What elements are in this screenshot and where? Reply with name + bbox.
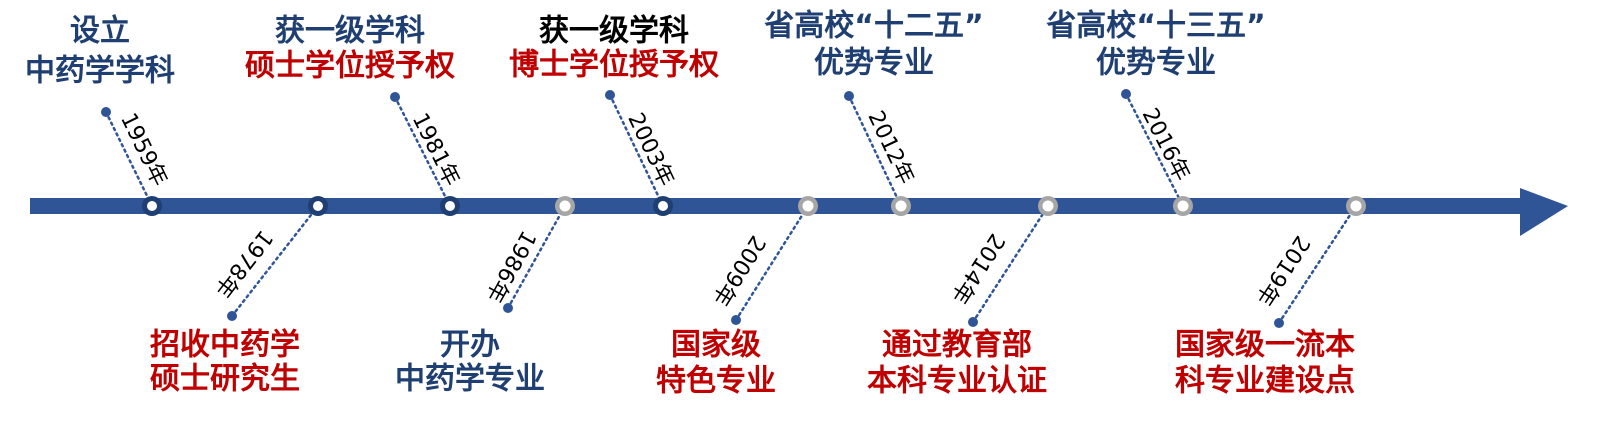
event-title-line: 开办 bbox=[440, 328, 500, 363]
connector-line bbox=[608, 93, 665, 208]
connector-line bbox=[506, 204, 567, 310]
connector-dot bbox=[968, 317, 978, 327]
event-title-line: 设立 bbox=[70, 14, 130, 49]
year-marker-center bbox=[1042, 200, 1054, 212]
event-title-line: 硕士学位授予权 bbox=[245, 49, 455, 84]
event-title-line: 优势专业 bbox=[1096, 46, 1216, 81]
year-label: 1978年 bbox=[210, 225, 278, 302]
connector-dot bbox=[1274, 318, 1284, 328]
connector-dot bbox=[844, 91, 854, 101]
timeline-event: 2012年 省高校“十二五”优势专业 bbox=[764, 9, 984, 216]
event-title-line: 硕士研究生 bbox=[150, 362, 300, 397]
event-title-line: 科专业建设点 bbox=[1175, 364, 1355, 399]
year-marker-center bbox=[313, 201, 323, 211]
year-label: 2014年 bbox=[946, 229, 1009, 308]
timeline-arrowhead bbox=[1520, 188, 1568, 236]
year-label: 2016年 bbox=[1137, 104, 1195, 185]
event-title-line: 特色专业 bbox=[656, 364, 776, 399]
event-title-line: 国家级一流本 bbox=[1175, 328, 1355, 363]
event-title-line: 省高校“十二五” bbox=[764, 9, 983, 44]
event-title-line: 招收中药学 bbox=[150, 328, 300, 363]
year-label: 2009年 bbox=[707, 231, 770, 310]
year-marker-center bbox=[802, 200, 814, 212]
connector-dot bbox=[503, 303, 513, 313]
connector-dot bbox=[731, 315, 741, 325]
connector-dot bbox=[101, 107, 111, 117]
year-marker-center bbox=[445, 201, 455, 211]
connector-dot bbox=[1121, 89, 1131, 99]
connector-line bbox=[1277, 204, 1358, 325]
year-marker-center bbox=[895, 200, 907, 212]
axis-group bbox=[30, 188, 1568, 236]
year-marker-center bbox=[559, 200, 571, 212]
year-marker-center bbox=[1177, 200, 1189, 212]
year-marker-center bbox=[658, 201, 668, 211]
event-title-line: 博士学位授予权 bbox=[509, 48, 719, 83]
event-title-line: 通过教育部 bbox=[882, 328, 1032, 363]
connector-line bbox=[971, 204, 1050, 324]
event-title-line: 优势专业 bbox=[814, 46, 934, 81]
connector-dot bbox=[605, 90, 615, 100]
connector-line bbox=[1124, 92, 1185, 208]
connector-line bbox=[734, 204, 810, 322]
year-marker-center bbox=[147, 201, 157, 211]
connector-line bbox=[230, 204, 320, 318]
connector-line bbox=[847, 94, 903, 208]
connector-line bbox=[104, 110, 154, 208]
event-title-line: 省高校“十三五” bbox=[1046, 9, 1265, 44]
year-label: 2003年 bbox=[622, 109, 678, 190]
year-marker-center bbox=[1350, 200, 1362, 212]
connector-dot bbox=[390, 92, 400, 102]
event-title-line: 中药学专业 bbox=[395, 362, 545, 397]
event-title-line: 本科专业认证 bbox=[867, 364, 1047, 399]
event-title-line: 国家级 bbox=[671, 328, 761, 363]
timeline-event: 2016年 省高校“十三五”优势专业 bbox=[1046, 9, 1266, 216]
year-label: 2019年 bbox=[1251, 231, 1315, 310]
event-title-line: 获一级学科 bbox=[275, 14, 425, 49]
year-label: 2012年 bbox=[862, 107, 918, 188]
connector-dot bbox=[227, 311, 237, 321]
event-title-line: 中药学学科 bbox=[25, 54, 175, 89]
connector-line bbox=[393, 95, 452, 208]
event-title-line: 获一级学科 bbox=[539, 14, 689, 49]
